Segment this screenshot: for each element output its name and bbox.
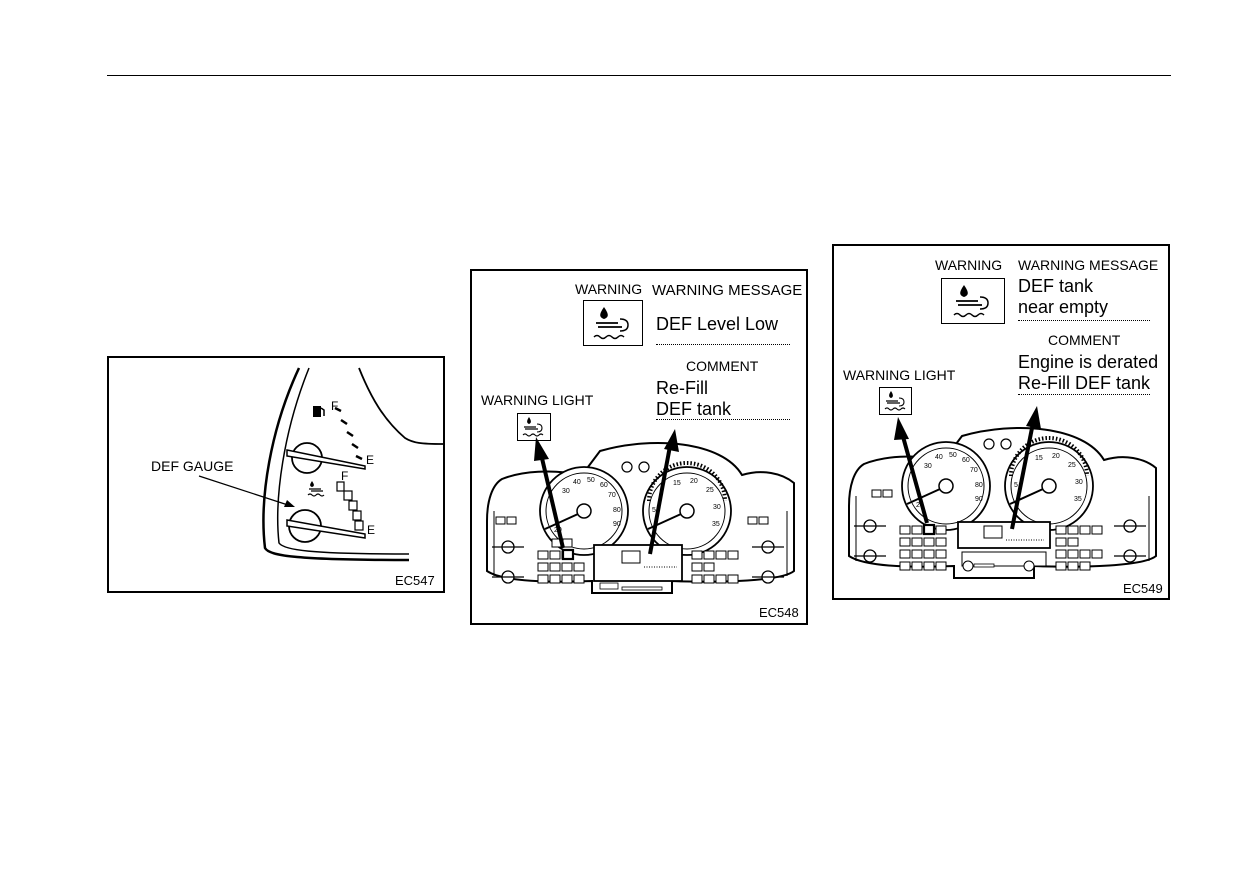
- warning-message-line-2: near empty: [1018, 297, 1109, 317]
- switch-block-right: [691, 516, 769, 584]
- fuel-full-label: F: [331, 399, 339, 413]
- top-rule: [107, 75, 1171, 76]
- speedo-tick: 30: [924, 463, 932, 470]
- figure-def-tank-near-empty: WARNING WARNING MESSAGE DEF tank near em…: [832, 244, 1170, 600]
- message-underline: [656, 344, 790, 345]
- tacho-tick: 30: [1075, 479, 1083, 486]
- message-underline: [1018, 320, 1150, 321]
- comment-line-1: Re-Fill: [656, 378, 708, 398]
- switch-block-right: [1055, 525, 1103, 571]
- gauge-cluster-drawing: [198, 367, 443, 562]
- figure-def-gauge: F E F E DEF GAUGE EC547: [107, 356, 445, 593]
- speedo-tick: 90: [613, 521, 621, 528]
- tacho-tick: 5: [652, 507, 656, 514]
- tacho-tick: 25: [706, 487, 714, 494]
- warning-header: WARNING: [575, 281, 643, 297]
- warning-message-header: WARNING MESSAGE: [1018, 257, 1159, 273]
- fuel-scale: [334, 406, 363, 461]
- fuel-empty-label: E: [366, 453, 375, 467]
- comment-header: COMMENT: [686, 358, 759, 374]
- highlighted-warning-lamp: [922, 523, 936, 536]
- comment-underline: [656, 419, 790, 420]
- speedo-tick: 50: [587, 477, 595, 484]
- figure-def-level-low: WARNING WARNING MESSAGE DEF Level Low CO…: [470, 269, 808, 625]
- def-warning-icon: [593, 307, 629, 340]
- speedo-tick: 60: [962, 457, 970, 464]
- def-warning-light-icon: [884, 391, 906, 411]
- warning-icon-box: [941, 278, 1005, 324]
- speedo-tick: 40: [573, 479, 581, 486]
- speedo-tick: 20: [554, 527, 562, 534]
- tacho-tick: 20: [1052, 453, 1060, 460]
- speedo-tick: 80: [613, 507, 621, 514]
- tacho-tick: 15: [673, 480, 681, 487]
- speedo-tick: 30: [562, 488, 570, 495]
- warning-light-icon-box: [517, 413, 551, 441]
- speedo-tick: 70: [608, 492, 616, 499]
- warning-light-label: WARNING LIGHT: [481, 392, 594, 408]
- switch-block-left: [871, 489, 947, 571]
- tacho-tick: 15: [1035, 455, 1043, 462]
- tacho-tick: 25: [1068, 462, 1076, 469]
- figure-code: EC548: [759, 605, 799, 620]
- dashboard-drawing: [486, 429, 795, 594]
- def-gauge-callout: DEF GAUGE: [151, 458, 234, 474]
- comment-line-2: DEF tank: [656, 399, 732, 419]
- speedo-tick: 60: [600, 482, 608, 489]
- highlighted-warning-lamp: [561, 548, 575, 561]
- comment-line-1: Engine is derated: [1018, 352, 1159, 372]
- speedo-tick: 50: [949, 452, 957, 459]
- warning-header: WARNING: [935, 257, 1003, 273]
- warning-light-label: WARNING LIGHT: [843, 367, 956, 383]
- dashboard-drawing: [848, 406, 1157, 579]
- comment-line-2: Re-Fill DEF tank: [1018, 373, 1151, 393]
- warning-icon-box: [583, 300, 643, 346]
- def-scale: [336, 481, 364, 531]
- figure-code: EC547: [395, 573, 435, 588]
- tacho-tick: 35: [712, 521, 720, 528]
- speedo-tick: 90: [975, 496, 983, 503]
- def-fluid-icon: [307, 481, 325, 497]
- def-full-label: F: [341, 469, 349, 483]
- def-warning-light-icon: [522, 417, 544, 437]
- speedo-tick: 20: [916, 502, 924, 509]
- tacho-tick: 20: [690, 478, 698, 485]
- warning-message-header: WARNING MESSAGE: [652, 282, 803, 299]
- tacho-tick: 30: [713, 504, 721, 511]
- warning-light-icon-box: [879, 387, 912, 415]
- fuel-pump-icon: [313, 406, 325, 417]
- warning-message-line-1: DEF tank: [1018, 276, 1094, 296]
- speedo-tick: 80: [975, 482, 983, 489]
- tacho-tick: 5: [1014, 482, 1018, 489]
- speedo-tick: 70: [970, 467, 978, 474]
- figure-code: EC549: [1123, 581, 1163, 596]
- comment-header: COMMENT: [1048, 332, 1121, 348]
- def-warning-icon: [953, 285, 989, 318]
- comment-underline: [1018, 394, 1150, 395]
- def-empty-label: E: [367, 523, 376, 537]
- tacho-tick: 35: [1074, 496, 1082, 503]
- warning-message-text: DEF Level Low: [656, 314, 779, 334]
- speedo-tick: 40: [935, 454, 943, 461]
